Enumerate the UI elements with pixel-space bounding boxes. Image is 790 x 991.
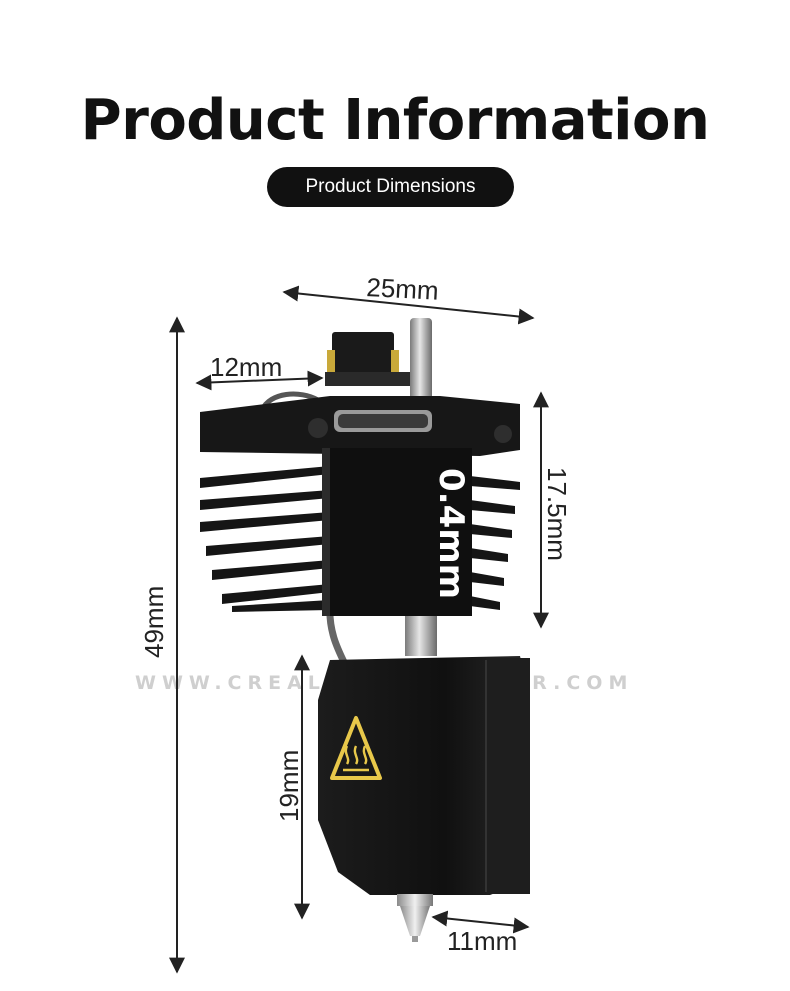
product-dimensions-label: Product Dimensions bbox=[305, 176, 476, 197]
connector-width-dimension-label: 12mm bbox=[210, 352, 282, 382]
nozzle-size-label: 0.4mm bbox=[431, 468, 471, 599]
top-width-dimension-line bbox=[282, 285, 535, 325]
top-width-dimension-label: 25mm bbox=[366, 272, 440, 306]
total-height-dimension-label: 49mm bbox=[139, 586, 169, 658]
connector-width-dimension-line bbox=[195, 370, 324, 391]
hotend-product-image bbox=[200, 318, 530, 942]
hot-surface-warning-icon bbox=[330, 716, 382, 780]
heater-block-height-dimension-label: 19mm bbox=[274, 750, 304, 822]
product-dimensions-badge: Product Dimensions bbox=[267, 167, 514, 207]
nozzle-width-dimension-label: 11mm bbox=[447, 926, 517, 956]
page-title: Product Information bbox=[80, 88, 710, 153]
heatsink-height-dimension-label: 17.5mm bbox=[542, 467, 572, 561]
nozzle-width-dimension-line bbox=[431, 910, 530, 934]
